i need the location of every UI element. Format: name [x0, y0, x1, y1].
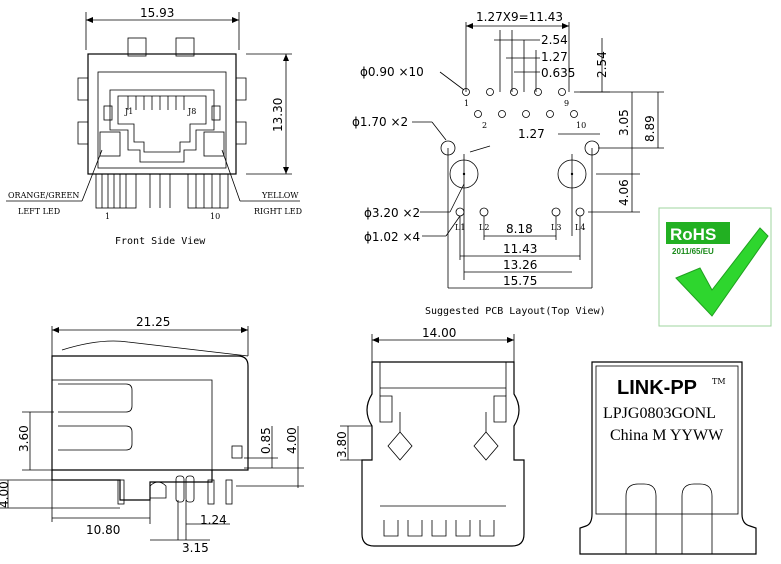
check-mark-icon — [675, 227, 769, 317]
pcb-305: 3.05 — [617, 109, 631, 136]
side-085: 0.85 — [259, 427, 273, 454]
top-brand: LINK-PP — [617, 377, 697, 399]
front-pin-1: 1 — [105, 212, 110, 221]
pcb-127-top: 1.27 — [541, 50, 568, 64]
top-tm: TM — [712, 377, 726, 386]
front-side-view: 15.93 J1 J8 — [6, 6, 302, 247]
pcb-pin-2: 2 — [482, 121, 487, 130]
left-led-color: ORANGE/GREEN — [8, 191, 79, 200]
pcb-254-right: 2.54 — [595, 51, 609, 78]
pcb-0635: 0.635 — [541, 66, 575, 80]
pcb-1326: 13.26 — [503, 258, 537, 272]
pcb-pitch-dim: 1.27X9=11.43 — [476, 10, 563, 24]
top-origin: China M YYWW — [610, 427, 724, 444]
front-pin-10: 10 — [210, 212, 220, 221]
side-view: 21.25 3.60 4.00 — [0, 315, 304, 555]
side-400: 4.00 — [285, 427, 299, 454]
right-led-label: RIGHT LED — [254, 207, 302, 216]
top-view: LINK-PP TM LPJG0803GONL China M YYWW — [579, 361, 757, 555]
pcb-pin-9: 9 — [564, 99, 569, 108]
rear-380: 3.80 — [335, 431, 349, 458]
pcb-1143: 11.43 — [503, 242, 537, 256]
front-width-dim: 15.93 — [140, 6, 174, 20]
pcb-pin-1: 1 — [464, 99, 469, 108]
side-124: 1.24 — [200, 513, 227, 527]
pcb-406: 4.06 — [617, 179, 631, 206]
pcb-pin-10: 10 — [576, 121, 586, 130]
pcb-hole-led-pin: ϕ1.02 ×4 — [364, 230, 420, 244]
pcb-254-top: 2.54 — [541, 33, 568, 47]
rohs-subtitle: 2011/65/EU — [672, 247, 714, 256]
front-pin-j8: J8 — [187, 107, 196, 116]
pcb-layout: 1.27X9=11.43 2.54 1.27 0.635 2.54 1 2 — [352, 10, 664, 317]
front-pin-j1: J1 — [124, 107, 133, 116]
rohs-logo: RoHS 2011/65/EU — [658, 207, 772, 327]
pcb-hole-small: ϕ0.90 ×10 — [360, 65, 424, 79]
side-1080: 10.80 — [86, 523, 120, 537]
pcb-818: 8.18 — [506, 222, 533, 236]
rohs-title: RoHS — [670, 225, 716, 244]
side-360: 3.60 — [17, 425, 31, 452]
side-400-left: 4.00 — [0, 481, 11, 508]
side-315: 3.15 — [182, 541, 209, 555]
side-length-dim: 21.25 — [136, 315, 170, 329]
top-part-number: LPJG0803GONL — [603, 405, 716, 422]
front-caption: Front Side View — [115, 236, 206, 247]
pcb-1575: 15.75 — [503, 274, 537, 288]
pcb-127-mid: 1.27 — [518, 127, 545, 141]
rear-width-dim: 14.00 — [422, 326, 456, 340]
pcb-caption: Suggested PCB Layout(Top View) — [425, 306, 606, 317]
right-led-color: YELLOW — [261, 191, 299, 200]
pcb-hole-led: ϕ1.70 ×2 — [352, 115, 408, 129]
pcb-889: 8.89 — [643, 115, 657, 142]
front-height-dim: 13.30 — [271, 98, 285, 132]
pcb-hole-mount: ϕ3.20 ×2 — [364, 206, 420, 220]
left-led-label: LEFT LED — [18, 207, 60, 216]
rear-view: 14.00 3.80 — [335, 326, 525, 547]
